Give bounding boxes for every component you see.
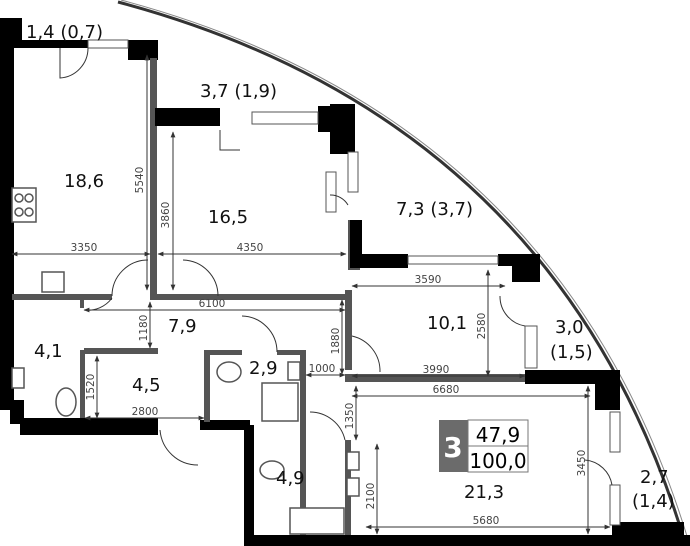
dim-6100: 6100 [199, 298, 226, 310]
room-balcony-right-top: 7,3 (3,7) [396, 199, 473, 220]
dimension-lines [11, 54, 611, 535]
badge-total-area: 47,9 [476, 423, 521, 447]
dim-1000: 1000 [309, 363, 336, 375]
room-labels: 1,4 (0,7) 18,6 3,7 (1,9) 16,5 7,3 (3,7) … [26, 22, 675, 512]
badge-percent: 100,0 [469, 449, 526, 473]
dim-2580: 2580 [476, 313, 488, 340]
dim-2100: 2100 [365, 483, 377, 510]
sink-icon [346, 451, 360, 471]
room-corridor-small: 4,5 [132, 375, 161, 396]
dim-6680: 6680 [433, 384, 460, 396]
room-balcony-right-bottom-sub: (1,4) [632, 491, 675, 512]
doors [59, 47, 613, 486]
toilet-icon [216, 361, 242, 383]
dim-5680: 5680 [473, 515, 500, 527]
room-balcony-top-left: 1,4 (0,7) [26, 22, 103, 43]
dim-1350: 1350 [344, 403, 356, 430]
facade-arc [117, 0, 688, 546]
dim-1880: 1880 [330, 328, 342, 355]
shower-icon [261, 382, 299, 422]
toilet-icon [259, 460, 285, 480]
room-bedroom-small: 10,1 [427, 313, 467, 334]
room-bathroom-1: 2,9 [249, 358, 278, 379]
sink-icon [11, 367, 25, 389]
sink-icon [346, 477, 360, 497]
toilet-icon [55, 387, 77, 417]
badge-rooms-count: 3 [443, 431, 462, 464]
stove-icon [11, 187, 37, 223]
dim-2800: 2800 [132, 406, 159, 418]
room-hall: 7,9 [168, 316, 197, 337]
dim-3350: 3350 [71, 242, 98, 254]
room-balcony-right-bottom: 2,7 [640, 467, 669, 488]
windows [87, 39, 621, 526]
room-wardrobe: 4,1 [34, 341, 63, 362]
room-balcony-right-mid: 3,0 [555, 317, 584, 338]
bathtub-icon [289, 507, 345, 535]
dim-1520: 1520 [85, 374, 97, 401]
room-middle: 16,5 [208, 207, 248, 228]
dimension-labels: 5540 3860 3350 4350 6100 1180 1520 2800 … [71, 167, 588, 527]
room-living: 21,3 [464, 482, 504, 503]
room-bathroom-2: 4,9 [276, 468, 305, 489]
dim-3990: 3990 [423, 364, 450, 376]
dim-3590: 3590 [415, 274, 442, 286]
sink-icon [287, 361, 301, 381]
walls [0, 18, 690, 546]
kitchen-sink-icon [41, 271, 65, 293]
dim-1180: 1180 [138, 315, 150, 342]
dim-4350: 4350 [237, 242, 264, 254]
dim-3450: 3450 [576, 450, 588, 477]
fixtures [11, 187, 360, 535]
room-kitchen: 18,6 [64, 171, 104, 192]
dim-5540: 5540 [134, 167, 146, 194]
room-balcony-top: 3,7 (1,9) [200, 81, 277, 102]
room-balcony-right-mid-sub: (1,5) [550, 342, 593, 363]
apartment-badge: 3 47,9 100,0 [439, 419, 529, 473]
dim-3860: 3860 [160, 202, 172, 229]
